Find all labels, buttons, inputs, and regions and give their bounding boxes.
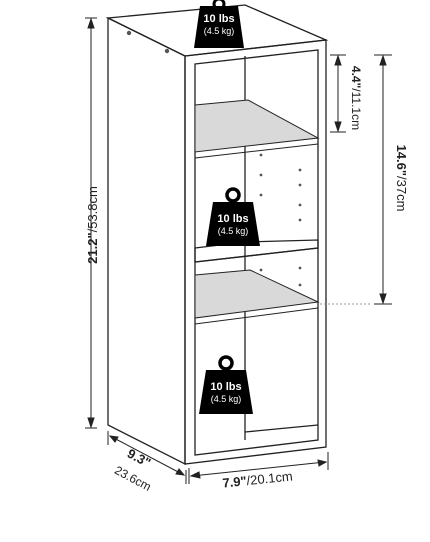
depth-label: 9.3" 23.6cm <box>112 446 153 494</box>
svg-text:21.2"/53.8cm: 21.2"/53.8cm <box>85 186 100 264</box>
bottom-shelf-back <box>244 424 319 433</box>
weight-badge-top: 10 lbs (4.5 kg) <box>194 0 244 48</box>
cubby-metric: /37cm <box>394 176 409 211</box>
width-imperial: 7.9" <box>222 473 248 490</box>
upper-adjustable-shelf <box>194 99 320 153</box>
width-dimension-line <box>191 461 326 477</box>
shelf-pin-holes <box>126 30 302 287</box>
inner-opening <box>194 49 319 456</box>
cubby-imperial: 14.6" <box>394 145 409 176</box>
weight-badge-middle-lbs: 10 lbs <box>217 213 248 225</box>
height-metric: /53.8cm <box>85 186 100 232</box>
weight-badge-bottom: 10 lbs (4.5 kg) <box>199 355 253 414</box>
width-label: 7.9"/20.1cm <box>222 468 294 490</box>
weight-badge-bottom-lbs: 10 lbs <box>210 381 241 393</box>
svg-text:4.4"/11.1cm: 4.4"/11.1cm <box>349 66 363 130</box>
svg-text:14.6"/37cm: 14.6"/37cm <box>394 145 409 212</box>
lower-adjustable-shelf <box>194 269 320 319</box>
shelf-spacing-metric: /11.1cm <box>349 88 363 130</box>
weight-badge-middle-kg: (4.5 kg) <box>218 226 249 236</box>
weight-badge-middle: 10 lbs (4.5 kg) <box>206 187 260 246</box>
cubby-label: 14.6"/37cm <box>394 145 409 212</box>
svg-text:7.9"/20.1cm: 7.9"/20.1cm <box>222 468 294 490</box>
front-frame <box>184 39 327 465</box>
depth-dimension-line <box>111 436 183 475</box>
weight-badge-bottom-kg: (4.5 kg) <box>211 394 242 404</box>
left-side-panel <box>107 16 186 466</box>
height-label: 21.2"/53.8cm <box>85 186 100 264</box>
upper-shelf-edge <box>194 143 319 159</box>
dimension-lines <box>85 17 392 484</box>
middle-shelf-front <box>194 247 319 263</box>
lower-shelf-edge <box>194 307 319 325</box>
height-imperial: 21.2" <box>85 232 100 263</box>
weight-badge-top-kg: (4.5 kg) <box>204 26 235 36</box>
shelf-spacing-imperial: 4.4" <box>349 66 363 88</box>
shelf-spacing-label: 4.4"/11.1cm <box>349 66 363 130</box>
width-metric: /20.1cm <box>246 468 294 488</box>
depth-imperial: 9.3" <box>125 446 153 471</box>
weight-badge-top-lbs: 10 lbs <box>203 13 234 25</box>
